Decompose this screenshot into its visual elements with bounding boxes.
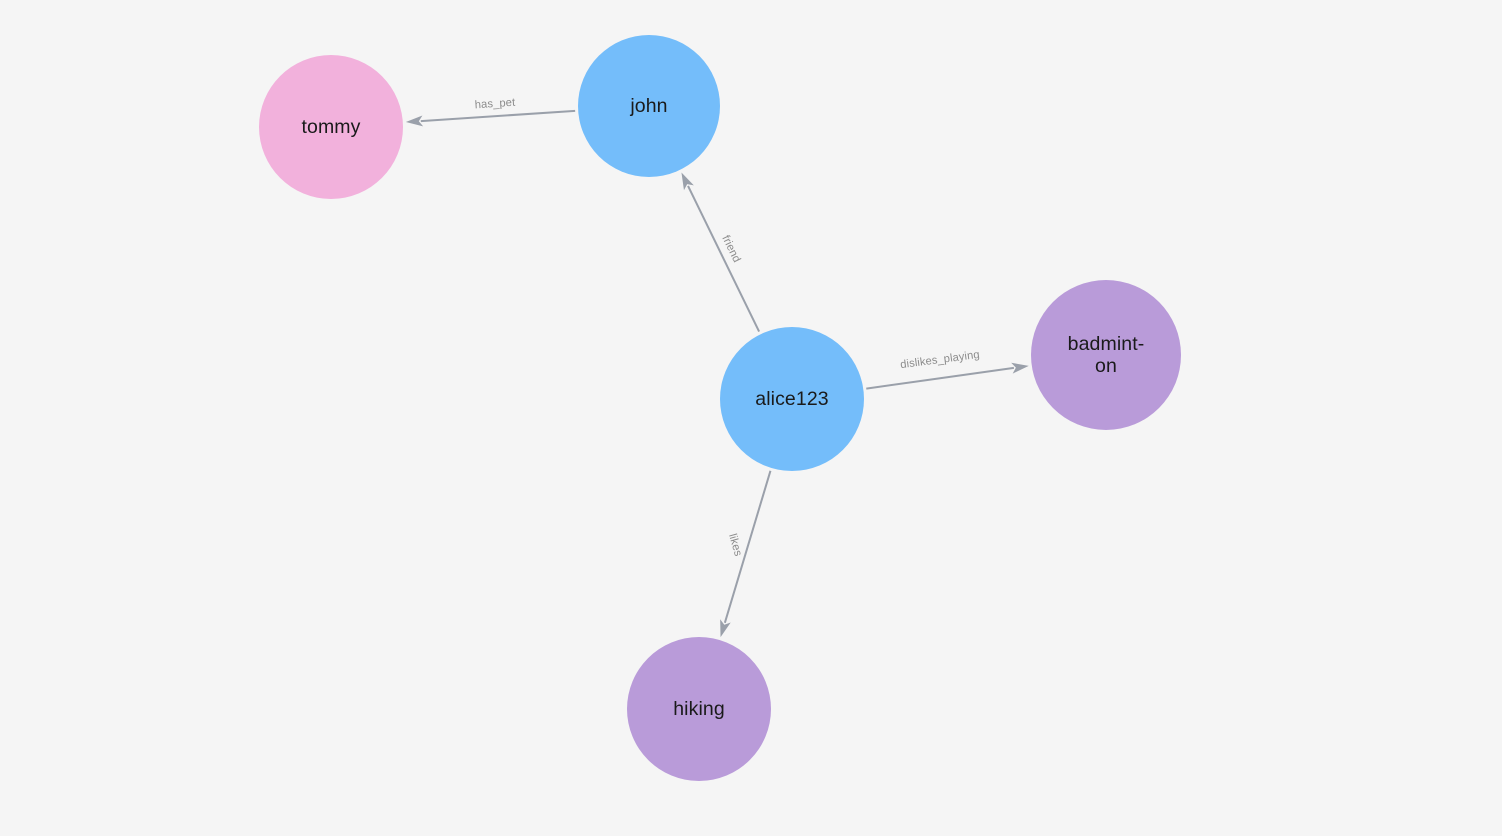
edge-line-alice123-dislikes_playing-badminton — [866, 366, 1015, 390]
node-label-john: john — [630, 94, 668, 117]
node-label-alice123: alice123 — [755, 387, 829, 410]
node-label-tommy: tommy — [301, 115, 361, 138]
graph-node-alice123[interactable]: alice123 — [720, 327, 864, 471]
edges-group — [405, 109, 1029, 638]
edge-line-alice123-friend-john — [687, 185, 761, 333]
edge-line-alice123-likes-hiking — [723, 470, 772, 624]
graph-node-john[interactable]: john — [578, 35, 720, 177]
edge-arrowhead-alice123-likes-hiking — [720, 619, 731, 638]
edge-arrowhead-john-has_pet-tommy — [405, 115, 424, 127]
node-label-hiking: hiking — [673, 697, 725, 720]
edge-arrowhead-alice123-friend-john — [681, 172, 694, 191]
graph-node-tommy[interactable]: tommy — [259, 55, 403, 199]
graph-node-hiking[interactable]: hiking — [627, 637, 771, 781]
node-label-badminton: badmint- on — [1067, 332, 1145, 377]
graph-node-badminton[interactable]: badmint- on — [1031, 280, 1181, 430]
edge-arrowhead-alice123-dislikes_playing-badminton — [1011, 362, 1029, 374]
edge-line-john-has_pet-tommy — [420, 109, 576, 123]
